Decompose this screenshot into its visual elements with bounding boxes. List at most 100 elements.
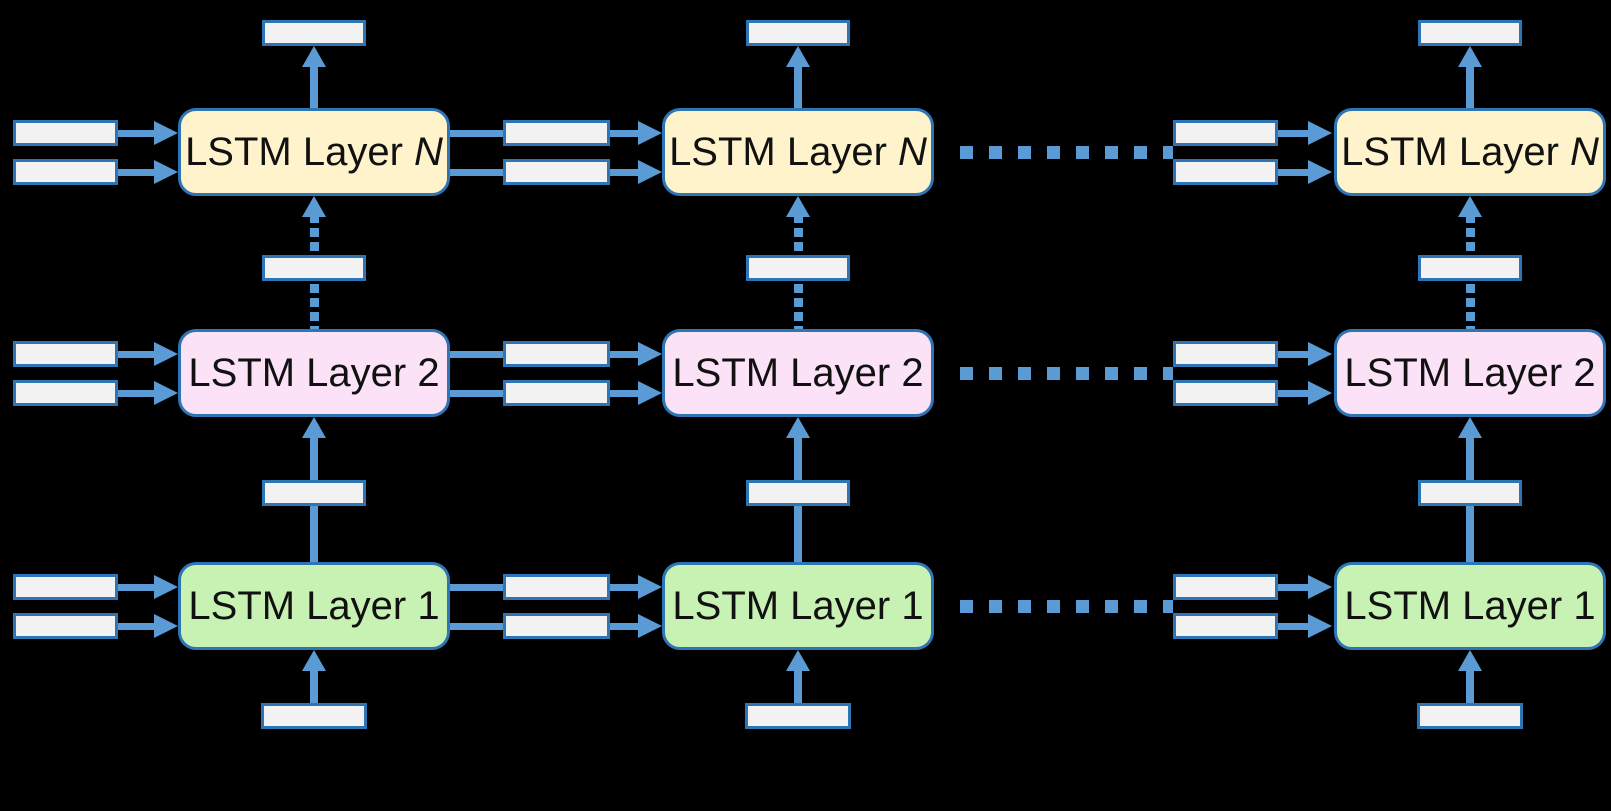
arrowhead-up-icon — [1458, 46, 1482, 67]
lstm-box-label: LSTM Layer — [672, 350, 902, 395]
arrowhead-up-icon — [786, 417, 810, 438]
output-arrow-line — [310, 64, 318, 108]
input-slot-t3 — [1417, 703, 1523, 729]
lstm-box-label: LSTM Layer — [188, 583, 418, 628]
lstm-box-label-var: 1 — [1573, 583, 1596, 628]
cell-state-slot — [503, 613, 610, 639]
hidden-state-line — [610, 130, 638, 137]
hidden-state-line — [1278, 584, 1308, 591]
cell-state-line — [118, 623, 154, 630]
lstm-layer-1-box-t3: LSTM Layer 1 — [1334, 562, 1606, 650]
input-arrow-line — [310, 666, 318, 703]
arrowhead-right-icon — [154, 381, 178, 405]
ellipsis-dotted-line — [960, 367, 1173, 380]
hidden-state-slot — [503, 574, 610, 600]
arrowhead-up-icon — [1458, 196, 1482, 217]
cell-state-slot — [1173, 159, 1278, 185]
hidden-state-line — [118, 130, 154, 137]
ellipsis-dotted-line — [960, 146, 1173, 159]
arrowhead-right-icon — [638, 160, 662, 184]
cell-state-slot — [503, 159, 610, 185]
lstm-box-label-var: 2 — [417, 350, 440, 395]
hidden-state-slot — [1418, 480, 1522, 506]
hidden-state-line — [610, 584, 638, 591]
arrowhead-right-icon — [154, 121, 178, 145]
output-arrow-line — [1466, 64, 1474, 108]
cell-state-line — [118, 390, 154, 397]
arrowhead-up-icon — [786, 650, 810, 671]
arrowhead-right-icon — [1308, 342, 1332, 366]
lstm-box-label-var: N — [1570, 129, 1599, 174]
output-slot-t3 — [1418, 20, 1522, 46]
lstm-layer-N-box-t3: LSTM Layer N — [1334, 108, 1606, 196]
lstm-layer-1-box-t1: LSTM Layer 1 — [178, 562, 450, 650]
hidden-state-slot — [262, 480, 366, 506]
arrowhead-right-icon — [1308, 381, 1332, 405]
lstm-box-label: LSTM Layer — [1344, 583, 1574, 628]
lstm-box-label: LSTM Layer — [672, 583, 902, 628]
arrowhead-right-icon — [1308, 160, 1332, 184]
input-slot-t2 — [745, 703, 851, 729]
cell-state-line — [610, 169, 638, 176]
input-slot-t1 — [261, 703, 367, 729]
arrowhead-right-icon — [154, 342, 178, 366]
arrowhead-right-icon — [1308, 121, 1332, 145]
arrowhead-right-icon — [154, 614, 178, 638]
lstm-box-label-var: 2 — [901, 350, 924, 395]
hidden-state-line — [118, 584, 154, 591]
cell-state-slot — [1173, 613, 1278, 639]
arrowhead-right-icon — [1308, 575, 1332, 599]
arrowhead-right-icon — [154, 160, 178, 184]
lstm-box-label: LSTM Layer — [185, 129, 415, 174]
hidden-state-slot — [746, 255, 850, 281]
arrowhead-right-icon — [638, 342, 662, 366]
hidden-state-line — [450, 351, 503, 358]
hidden-state-slot — [1173, 574, 1278, 600]
hidden-state-initial-slot — [13, 574, 118, 600]
lstm-layer-2-box-t1: LSTM Layer 2 — [178, 329, 450, 417]
lstm-layer-2-box-t3: LSTM Layer 2 — [1334, 329, 1606, 417]
hidden-state-initial-slot — [13, 120, 118, 146]
cell-state-line — [118, 169, 154, 176]
lstm-box-label-var: 1 — [901, 583, 924, 628]
hidden-state-slot — [262, 255, 366, 281]
lstm-layer-2-box-t2: LSTM Layer 2 — [662, 329, 934, 417]
arrowhead-right-icon — [638, 575, 662, 599]
arrowhead-up-icon — [786, 196, 810, 217]
arrowhead-right-icon — [1308, 614, 1332, 638]
hidden-state-line — [450, 584, 503, 591]
arrowhead-up-icon — [302, 46, 326, 67]
cell-state-initial-slot — [13, 159, 118, 185]
lstm-box-label-var: N — [898, 129, 927, 174]
hidden-state-slot — [503, 341, 610, 367]
input-arrow-line — [1466, 666, 1474, 703]
hidden-state-slot — [746, 480, 850, 506]
lstm-box-label: LSTM Layer — [669, 129, 899, 174]
arrowhead-up-icon — [302, 417, 326, 438]
cell-state-line — [450, 623, 503, 630]
hidden-state-initial-slot — [13, 341, 118, 367]
lstm-box-label-var: 2 — [1573, 350, 1596, 395]
arrowhead-right-icon — [638, 614, 662, 638]
lstm-box-label: LSTM Layer — [188, 350, 418, 395]
cell-state-line — [1278, 623, 1308, 630]
cell-state-slot — [1173, 380, 1278, 406]
lstm-box-label: LSTM Layer — [1344, 350, 1574, 395]
arrowhead-up-icon — [1458, 417, 1482, 438]
cell-state-line — [450, 169, 503, 176]
cell-state-slot — [503, 380, 610, 406]
cell-state-line — [610, 390, 638, 397]
lstm-layer-N-box-t2: LSTM Layer N — [662, 108, 934, 196]
cell-state-line — [1278, 390, 1308, 397]
hidden-state-slot — [1418, 255, 1522, 281]
arrowhead-up-icon — [302, 650, 326, 671]
hidden-state-line — [1278, 351, 1308, 358]
arrowhead-right-icon — [638, 121, 662, 145]
hidden-state-line — [1278, 130, 1308, 137]
lstm-layer-1-box-t2: LSTM Layer 1 — [662, 562, 934, 650]
output-slot-t1 — [262, 20, 366, 46]
arrowhead-right-icon — [154, 575, 178, 599]
cell-state-line — [450, 390, 503, 397]
lstm-box-label-var: 1 — [417, 583, 440, 628]
lstm-box-label-var: N — [414, 129, 443, 174]
